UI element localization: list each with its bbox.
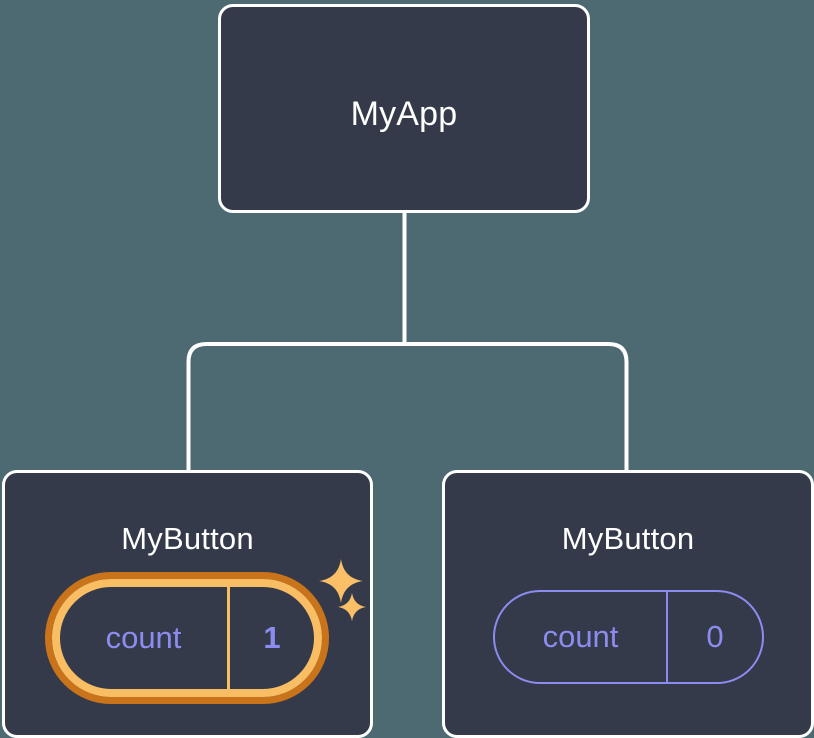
node-myapp-label: MyApp: [350, 95, 458, 133]
state-pill-right[interactable]: count 0: [493, 590, 764, 684]
connector-branches: [186, 342, 629, 470]
node-myapp[interactable]: MyApp: [218, 4, 590, 213]
state-pill-left-inner-ring: count 1: [52, 579, 322, 697]
state-pill-left-value: 1: [263, 620, 281, 655]
node-mybutton-right-label: MyButton: [561, 521, 695, 556]
node-mybutton-left-label: MyButton: [121, 521, 254, 556]
state-pill-right-name: count: [495, 592, 668, 682]
state-pill-right-value: 0: [706, 619, 724, 654]
state-pill-left[interactable]: count 1: [45, 572, 329, 704]
state-pill-left-name: count: [60, 587, 230, 689]
